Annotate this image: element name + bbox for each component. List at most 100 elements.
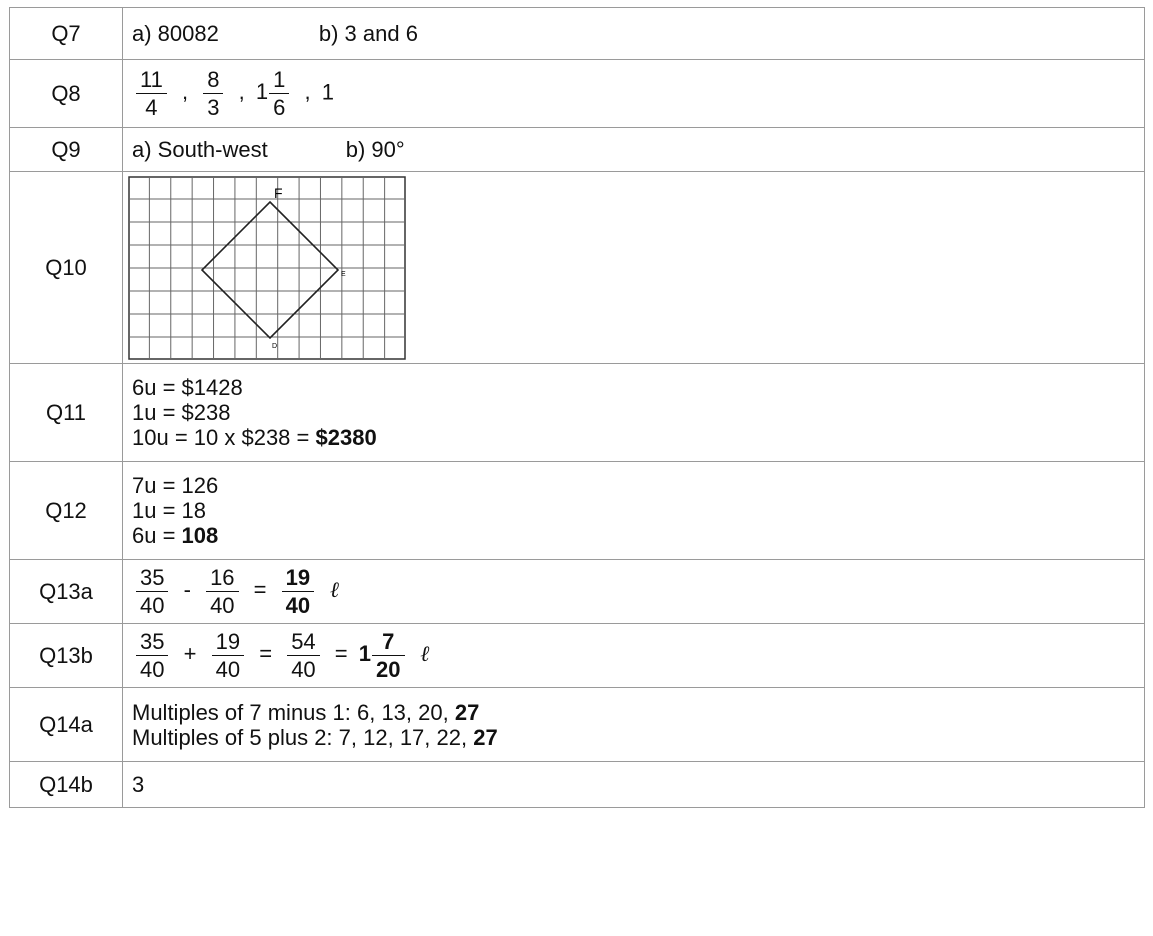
- operator: =: [253, 577, 267, 603]
- answer-part-b: b) 90°: [345, 136, 405, 162]
- question-label: Q14b: [9, 761, 123, 808]
- numerator: 19: [285, 564, 311, 590]
- numerator: 7: [382, 628, 395, 654]
- question-label: Q11: [9, 363, 123, 462]
- litre-unit: ℓ: [420, 641, 431, 668]
- question-label: Q8: [9, 59, 123, 128]
- numerator: 8: [207, 66, 220, 92]
- denominator: 3: [203, 93, 224, 119]
- final-answer: $2380: [315, 425, 377, 450]
- grid-lines: [129, 176, 405, 359]
- answer-cell: 3: [122, 761, 1145, 808]
- question-label: Q10: [9, 171, 123, 364]
- working-line: Multiples of 7 minus 1: 6, 13, 20, 27: [132, 700, 1144, 725]
- separator: ,: [304, 79, 311, 105]
- denominator: 40: [287, 655, 320, 681]
- table-row: Q11 6u = $1428 1u = $238 10u = 10 x $238…: [9, 363, 1145, 462]
- working-line: 7u = 126: [132, 473, 219, 498]
- working-line: 1u = 18: [132, 498, 207, 523]
- answer-part-a: a) South-west: [132, 136, 268, 162]
- grid-diagram: F E D: [128, 175, 406, 360]
- table-row: Q12 7u = 126 1u = 18 6u = 108: [9, 461, 1145, 560]
- table-row: Q7 a) 80082 b) 3 and 6: [9, 7, 1145, 60]
- denominator: 40: [136, 655, 169, 681]
- operator: -: [183, 577, 191, 603]
- denominator: 4: [136, 93, 167, 119]
- separator: ,: [181, 79, 189, 105]
- question-label: Q9: [9, 127, 123, 172]
- answer-part-a: a) 80082: [132, 20, 219, 46]
- question-label: Q12: [9, 461, 123, 560]
- separator: ,: [238, 79, 245, 105]
- working-line: Multiples of 5 plus 2: 7, 12, 17, 22, 27: [132, 725, 1144, 750]
- square-shape: [200, 200, 340, 339]
- answer-cell: Multiples of 7 minus 1: 6, 13, 20, 27 Mu…: [122, 687, 1145, 762]
- working-line: 6u = $1428: [132, 375, 243, 400]
- mixed-whole: 1: [358, 641, 372, 667]
- table-row: Q14a Multiples of 7 minus 1: 6, 13, 20, …: [9, 687, 1145, 762]
- mixed-whole: 1: [255, 79, 269, 105]
- answer-cell: 7u = 126 1u = 18 6u = 108: [122, 461, 1145, 560]
- point-d-label: D: [272, 343, 277, 350]
- numerator: 35: [140, 628, 165, 654]
- answer-text: 3: [132, 771, 145, 797]
- working-text: 6u =: [132, 523, 182, 548]
- working-line: 10u = 10 x $238 = $2380: [132, 425, 1144, 450]
- answer-cell: F E D: [122, 171, 1145, 364]
- operator: =: [259, 641, 273, 667]
- answer-cell: a) 80082 b) 3 and 6: [122, 7, 1145, 60]
- final-answer: 27: [454, 699, 480, 725]
- answer-part-b: b) 3 and 6: [318, 20, 418, 46]
- numerator: 16: [210, 564, 235, 590]
- final-answer: 27: [473, 724, 498, 750]
- litre-unit: ℓ: [330, 577, 340, 604]
- question-label: Q13a: [9, 559, 123, 624]
- answer-cell: a) South-west b) 90°: [122, 127, 1145, 172]
- table-row: Q9 a) South-west b) 90°: [9, 127, 1145, 172]
- working-line: 1u = $238: [132, 400, 231, 425]
- question-label: Q13b: [9, 623, 123, 688]
- numerator: 54: [291, 628, 316, 654]
- value: 1: [321, 79, 334, 105]
- point-f-label: F: [274, 185, 283, 201]
- denominator: 40: [211, 655, 245, 681]
- point-e-label: E: [341, 271, 346, 278]
- answer-cell: 6u = $1428 1u = $238 10u = 10 x $238 = $…: [122, 363, 1145, 462]
- table-row: Q10 F E D: [9, 171, 1145, 364]
- question-label: Q7: [9, 7, 123, 60]
- numerator: 11: [140, 66, 163, 92]
- working-text: Multiples of 5 plus 2: 7, 12, 17, 22,: [132, 724, 474, 750]
- final-answer: 108: [181, 523, 219, 548]
- denominator: 20: [372, 655, 405, 681]
- denominator: 6: [269, 93, 290, 119]
- denominator: 40: [136, 591, 169, 617]
- operator: =: [334, 641, 348, 667]
- working-text: 10u = 10 x $238 =: [132, 425, 316, 450]
- working-text: Multiples of 7 minus 1: 6, 13, 20,: [132, 699, 455, 725]
- numerator: 35: [140, 564, 165, 590]
- numerator: 19: [215, 628, 241, 654]
- operator: +: [183, 641, 197, 667]
- denominator: 40: [206, 591, 239, 617]
- working-line: 6u = 108: [132, 523, 1144, 548]
- denominator: 40: [281, 591, 315, 617]
- numerator: 1: [273, 66, 286, 92]
- table-row: Q14b 3: [9, 761, 1145, 808]
